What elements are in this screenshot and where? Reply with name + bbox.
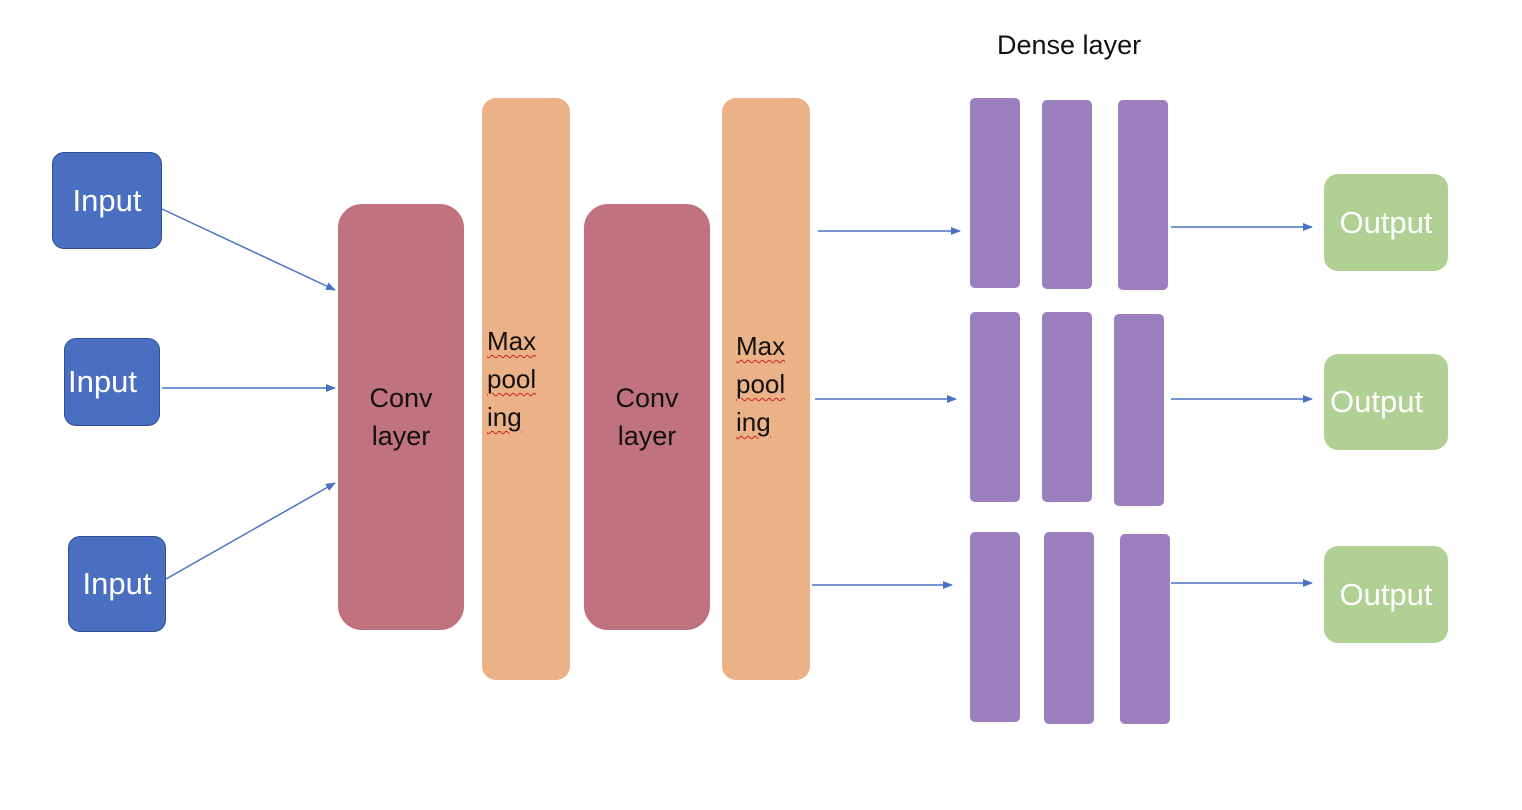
conv-layer-2: Conv layer — [582, 202, 712, 632]
output-label-1: Output — [1339, 204, 1433, 240]
conv-layer-2-label: Conv layer — [615, 383, 679, 451]
arrow-input1-to-conv — [161, 208, 336, 291]
max-pooling-1-label: Max pool ing — [487, 326, 537, 432]
input-label-2: Input — [68, 364, 137, 399]
dense-layer-title: Dense layer — [997, 30, 1142, 60]
dense-unit-r1c3 — [1118, 100, 1168, 290]
input-label-3: Input — [82, 566, 152, 601]
dense-unit-r1c1 — [970, 98, 1020, 288]
max-pooling-layer-2: Max pool ing — [722, 98, 810, 680]
input-node-1: Input — [52, 152, 162, 249]
output-node-1: Output — [1324, 174, 1448, 271]
dense-unit-r3c1 — [970, 532, 1020, 722]
dense-unit-r1c2 — [1042, 100, 1092, 289]
input-node-3: Input — [68, 536, 166, 632]
dense-unit-r2c3 — [1114, 314, 1164, 506]
dense-unit-r3c2 — [1044, 532, 1094, 724]
output-node-2: Output — [1324, 354, 1448, 450]
conv-layer-1: Conv layer — [336, 202, 466, 632]
input-label-1: Input — [72, 182, 142, 218]
input-node-2: Input — [64, 338, 160, 426]
dense-unit-r3c3 — [1120, 534, 1170, 724]
dense-unit-r2c2 — [1042, 312, 1092, 502]
output-label-2: Output — [1330, 384, 1424, 419]
dense-unit-r2c1 — [970, 312, 1020, 502]
output-node-3: Output — [1324, 546, 1448, 643]
max-pooling-2-label: Max pool ing — [736, 331, 786, 437]
arrow-input3-to-conv — [165, 482, 336, 580]
conv-layer-1-label: Conv layer — [369, 383, 433, 451]
output-label-3: Output — [1339, 576, 1433, 612]
max-pooling-layer-1: Max pool ing — [482, 98, 570, 680]
